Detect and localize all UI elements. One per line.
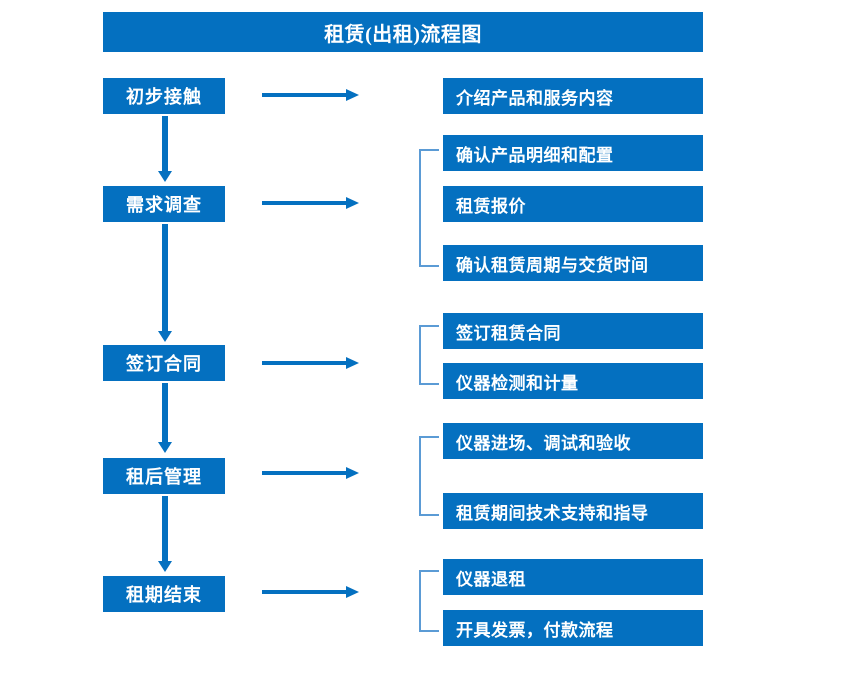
bracket-group-sign-contract — [419, 325, 439, 385]
arrow-head — [346, 89, 359, 101]
arrow-down-stage-2-to-3 — [158, 224, 172, 344]
detail-box-invoice-payment[interactable]: 开具发票，付款流程 — [443, 610, 703, 646]
arrow-shaft — [262, 93, 348, 97]
detail-box-confirm-period-delivery[interactable]: 确认租赁周期与交货时间 — [443, 245, 703, 281]
arrow-head — [346, 197, 359, 209]
stage-box-lease-end[interactable]: 租期结束 — [103, 576, 225, 612]
detail-box-introduce-products[interactable]: 介绍产品和服务内容 — [443, 78, 703, 114]
stage-box-post-rental-management[interactable]: 租后管理 — [103, 458, 225, 494]
detail-box-rental-quotation[interactable]: 租赁报价 — [443, 186, 703, 222]
arrow-shaft — [162, 383, 168, 442]
detail-box-instrument-entry-debug[interactable]: 仪器进场、调试和验收 — [443, 423, 703, 459]
chart-title: 租赁(出租)流程图 — [103, 12, 703, 52]
stage-box-demand-survey[interactable]: 需求调查 — [103, 186, 225, 222]
arrow-shaft — [262, 201, 348, 205]
detail-box-instrument-inspection[interactable]: 仪器检测和计量 — [443, 363, 703, 399]
arrow-shaft — [262, 590, 348, 594]
stage-box-initial-contact[interactable]: 初步接触 — [103, 78, 225, 114]
arrow-right-stage-2 — [262, 196, 360, 210]
stage-box-sign-contract[interactable]: 签订合同 — [103, 345, 225, 381]
arrow-right-stage-5 — [262, 585, 360, 599]
arrow-shaft — [162, 116, 168, 171]
arrow-head — [158, 442, 172, 453]
arrow-head — [346, 586, 359, 598]
bracket-group-lease-end — [419, 570, 439, 632]
arrow-down-stage-1-to-2 — [158, 116, 172, 184]
detail-box-technical-support[interactable]: 租赁期间技术支持和指导 — [443, 493, 703, 529]
arrow-right-stage-1 — [262, 88, 360, 102]
arrow-down-stage-3-to-4 — [158, 383, 172, 455]
bracket-group-post-rental — [419, 436, 439, 516]
detail-box-sign-rental-contract[interactable]: 签订租赁合同 — [443, 313, 703, 349]
arrow-head — [158, 561, 172, 572]
detail-box-instrument-return[interactable]: 仪器退租 — [443, 559, 703, 595]
arrow-head — [158, 331, 172, 342]
arrow-down-stage-4-to-5 — [158, 496, 172, 574]
arrow-shaft — [262, 471, 348, 475]
arrow-right-stage-3 — [262, 356, 360, 370]
arrow-right-stage-4 — [262, 466, 360, 480]
arrow-shaft — [262, 361, 348, 365]
arrow-head — [158, 171, 172, 182]
arrow-shaft — [162, 496, 168, 561]
arrow-shaft — [162, 224, 168, 331]
arrow-head — [346, 467, 359, 479]
arrow-head — [346, 357, 359, 369]
detail-box-confirm-product-spec[interactable]: 确认产品明细和配置 — [443, 135, 703, 171]
bracket-group-demand-survey — [419, 149, 439, 267]
